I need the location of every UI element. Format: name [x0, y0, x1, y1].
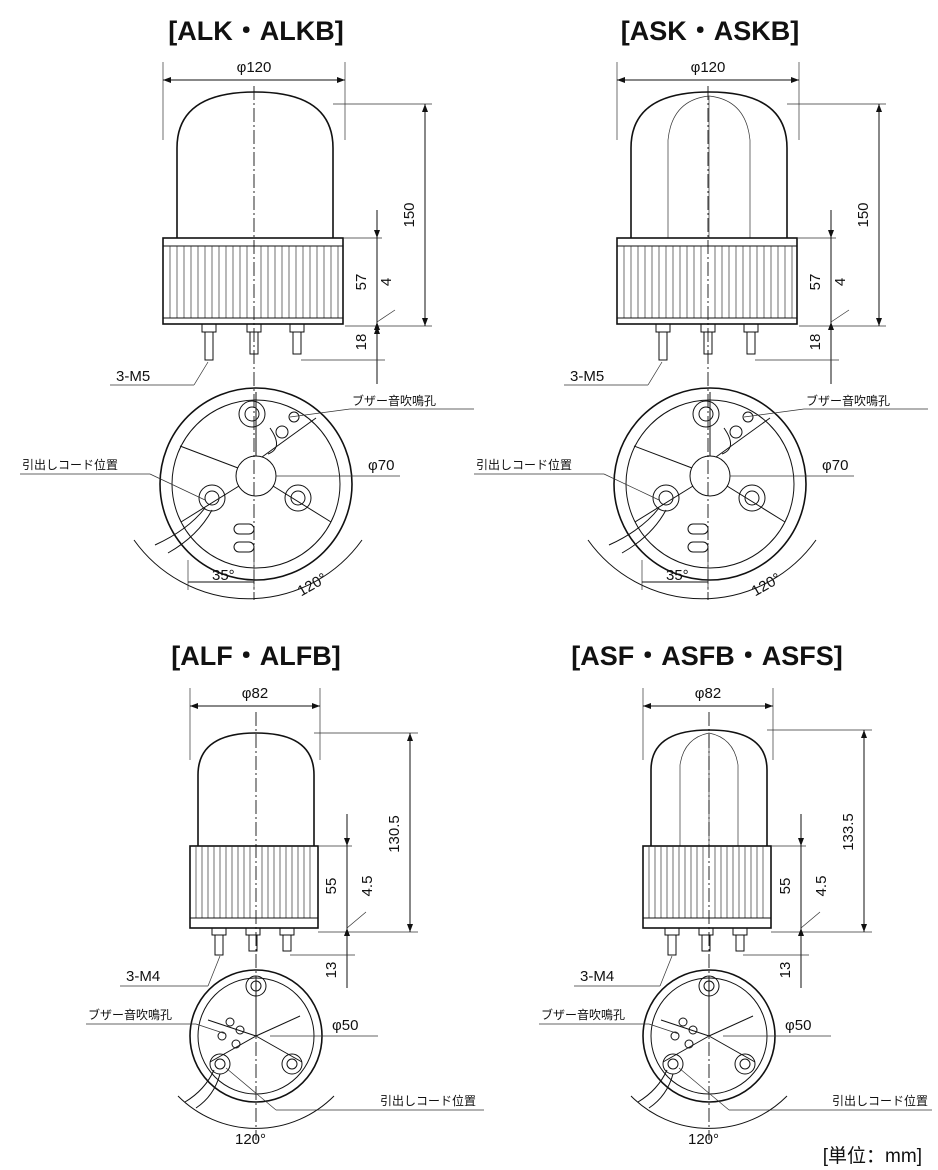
bottom-view: [608, 387, 807, 581]
bottom-view: [154, 387, 353, 581]
bottom-view: [637, 969, 776, 1109]
buzzer-label: ブザー音吹鳴孔: [88, 1007, 172, 1022]
ribbed-body: [162, 237, 344, 325]
cord-label: 引出しコード位置: [476, 457, 572, 472]
terminals: [664, 927, 748, 956]
view-title: [ALK・ALKB]: [168, 16, 343, 46]
dome-cover: [176, 91, 334, 238]
view-title: [ALF・ALFB]: [171, 641, 340, 671]
angle-large: 120°: [295, 570, 330, 600]
angle-arc: [133, 539, 363, 600]
ribbed-body: [616, 237, 798, 325]
height-body: 55: [777, 878, 794, 895]
buzzer-label: ブザー音吹鳴孔: [352, 393, 436, 408]
terminals: [211, 927, 295, 956]
view-alk: [ALK・ALKB] φ120: [20, 16, 474, 600]
view-ask: [ASK・ASKB] φ120: [474, 16, 928, 600]
height-total: 130.5: [386, 815, 403, 853]
height-body: 57: [353, 274, 370, 291]
base-diameter: φ50: [785, 1017, 811, 1034]
height-total: 133.5: [840, 813, 857, 851]
angle-large: 120°: [235, 1131, 266, 1148]
bottom-view: [184, 969, 323, 1109]
view-title: [ASK・ASKB]: [621, 16, 800, 46]
ribbed-body: [189, 845, 319, 929]
terminal-label: 3-M4: [580, 968, 614, 985]
terminal-label: 3-M5: [570, 368, 604, 385]
angle-small: 35°: [666, 567, 689, 584]
base-diameter: φ70: [822, 457, 848, 474]
gap-label: 4: [832, 278, 849, 286]
angle-arc: [630, 1095, 788, 1129]
terminals: [655, 323, 759, 361]
angle-arc: [177, 1095, 335, 1129]
view-alf: [ALF・ALFB] φ82: [86, 641, 484, 1148]
cord-label: 引出しコード位置: [380, 1093, 476, 1108]
height-body: 55: [323, 878, 340, 895]
ribs: [195, 846, 311, 918]
cord-label: 引出しコード位置: [832, 1093, 928, 1108]
diameter-label: φ82: [695, 685, 721, 702]
terminal-label: 3-M5: [116, 368, 150, 385]
terminal-length: 13: [777, 962, 794, 979]
gap-label: 4.5: [359, 876, 376, 897]
height-body: 57: [807, 274, 824, 291]
terminal-length: 18: [353, 334, 370, 351]
ribs: [648, 846, 764, 918]
angle-large: 120°: [749, 570, 784, 600]
height-total: 150: [855, 202, 872, 227]
height-total: 150: [401, 202, 418, 227]
angle-small: 35°: [212, 567, 235, 584]
diameter-label: φ120: [691, 59, 726, 76]
diameter-label: φ120: [237, 59, 272, 76]
gap-label: 4: [378, 278, 395, 286]
base-diameter: φ70: [368, 457, 394, 474]
ribs: [623, 246, 793, 318]
dome-cover: [197, 732, 315, 846]
terminal-length: 13: [323, 962, 340, 979]
cord-label: 引出しコード位置: [22, 457, 118, 472]
buzzer-label: ブザー音吹鳴孔: [541, 1007, 625, 1022]
terminal-length: 18: [807, 334, 824, 351]
diameter-label: φ82: [242, 685, 268, 702]
dome-cover: [630, 91, 788, 238]
view-title: [ASF・ASFB・ASFS]: [571, 641, 843, 671]
terminals: [201, 323, 305, 361]
gap-label: 4.5: [813, 876, 830, 897]
buzzer-label: ブザー音吹鳴孔: [806, 393, 890, 408]
angle-large: 120°: [688, 1131, 719, 1148]
unit-label: [単位：mm]: [823, 1145, 922, 1167]
ribbed-body: [642, 845, 772, 929]
view-asf: [ASF・ASFB・ASFS] φ82: [539, 641, 932, 1148]
ribs: [169, 246, 339, 318]
terminal-label: 3-M4: [126, 968, 160, 985]
angle-arc: [587, 539, 817, 600]
base-diameter: φ50: [332, 1017, 358, 1034]
